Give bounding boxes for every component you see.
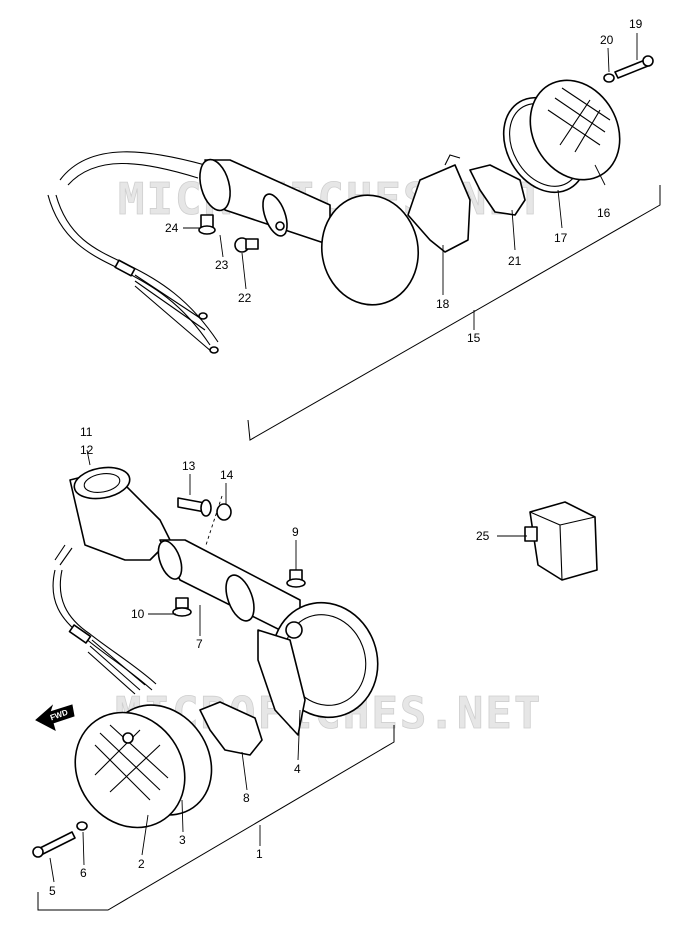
lower-wire-lead	[52, 569, 157, 691]
screw-9-head	[286, 578, 306, 588]
callout-4: 4	[294, 762, 301, 776]
housing-dome	[320, 194, 420, 306]
screw-19-head	[642, 55, 654, 67]
lower-arm-collar	[157, 540, 183, 580]
relay-mount	[524, 526, 538, 542]
callout-10: 10	[131, 607, 145, 621]
lower-housing-boss	[285, 621, 303, 639]
nut-14	[216, 503, 232, 521]
callout-13: 13	[182, 459, 196, 473]
screw-24-head	[198, 225, 216, 235]
callout-22: 22	[238, 291, 252, 305]
screw-22-shank	[245, 238, 259, 250]
leader-lines	[49, 33, 638, 883]
callout-14: 14	[220, 468, 234, 482]
callout-18: 18	[436, 297, 450, 311]
callout-24: 24	[165, 221, 179, 235]
screw-5	[39, 831, 76, 855]
lower-wire-stub	[54, 544, 73, 566]
housing-screw-hole	[275, 221, 285, 231]
wire-terminal-a	[198, 312, 208, 320]
lower-reflector	[257, 629, 306, 736]
callout-6: 6	[80, 866, 87, 880]
lower-lens-pattern	[94, 724, 169, 801]
callout-9: 9	[292, 525, 299, 539]
relay-25	[524, 501, 598, 581]
bracket-1	[37, 725, 395, 911]
wire-connector	[114, 259, 136, 277]
dashed-install-line	[205, 495, 223, 546]
bulb-upper	[469, 164, 526, 216]
washer-6	[76, 821, 88, 831]
lower-wire-ends	[87, 639, 146, 695]
watermark-top: MICROFICHES.NET	[118, 174, 545, 225]
wire-ends	[134, 274, 213, 353]
callout-7: 7	[196, 637, 203, 651]
lens-upper-pattern	[547, 87, 611, 153]
housing-arm-end	[199, 158, 231, 212]
wire-loop	[59, 151, 206, 186]
callout-11: 11	[80, 425, 93, 439]
callout-8: 8	[243, 791, 250, 805]
callout-20: 20	[600, 33, 614, 47]
lower-lens	[74, 711, 186, 829]
screw-13-head	[200, 499, 212, 517]
wire-terminal-b	[209, 346, 219, 354]
screw-5-head	[32, 846, 44, 858]
callout-1: 1	[256, 847, 263, 861]
screw-10-head	[172, 607, 192, 617]
fwd-arrow-icon: FWD	[35, 704, 75, 731]
bracket-15	[247, 185, 661, 441]
lower-lens-screw-hole	[122, 732, 134, 744]
lower-arm-ring	[225, 574, 255, 622]
callout-19: 19	[629, 17, 643, 31]
callout-17: 17	[554, 231, 568, 245]
mounting-stem-bore	[83, 473, 121, 493]
lower-wire-connector	[68, 624, 92, 644]
screw-10	[175, 597, 189, 609]
upper-turn-signal-assembly	[47, 55, 654, 354]
lower-turn-signal-assembly	[32, 466, 379, 858]
callout-21: 21	[508, 254, 522, 268]
reflector-tab	[444, 154, 461, 166]
callout-23: 23	[215, 258, 229, 272]
lens-upper	[529, 79, 621, 181]
callout-15: 15	[467, 331, 481, 345]
callout-2: 2	[138, 857, 145, 871]
relay-body	[529, 501, 598, 581]
washer-20	[603, 73, 615, 83]
callout-16: 16	[597, 206, 611, 220]
callout-12: 12	[80, 443, 94, 457]
relay-edges	[529, 511, 596, 581]
callout-5: 5	[49, 884, 56, 898]
callouts: 19 20 16 17 21 18 15 24 23 22 11 12 13 1…	[49, 17, 643, 898]
bulb-lower	[199, 701, 263, 756]
callout-3: 3	[179, 833, 186, 847]
reflector-bracket	[407, 164, 471, 253]
callout-25: 25	[476, 529, 490, 543]
